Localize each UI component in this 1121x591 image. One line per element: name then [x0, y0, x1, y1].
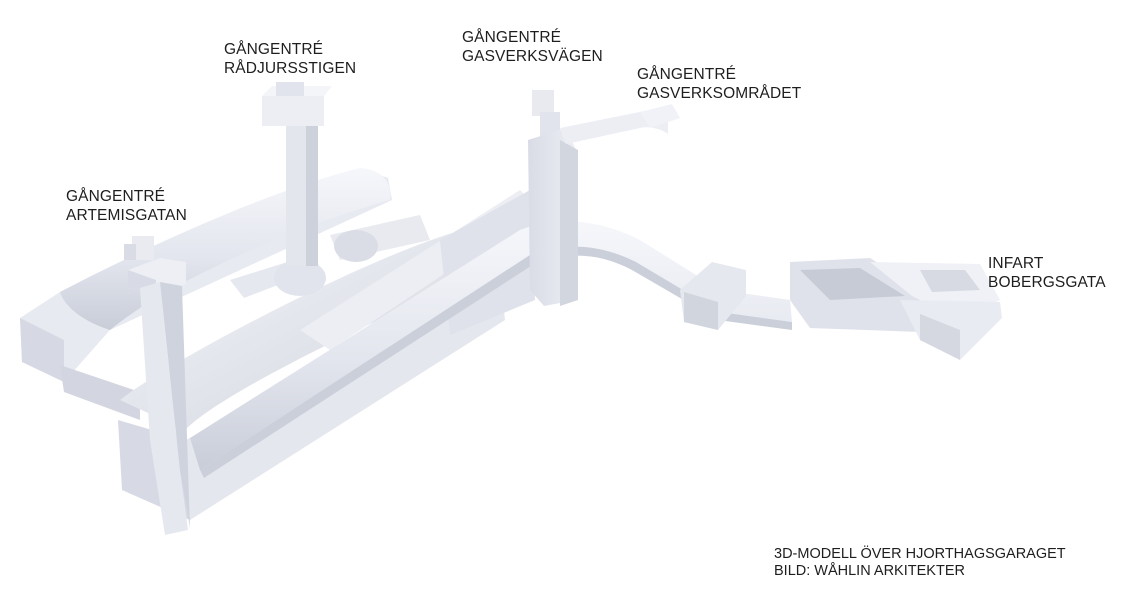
structure-bobergsgata — [790, 258, 1002, 360]
label-line-1: INFART — [988, 255, 1044, 272]
structure-gasverksomradet — [640, 104, 680, 128]
label-entrance-artemisgatan: GÅNGENTRÉ ARTEMISGATAN — [66, 187, 187, 225]
label-line-2: GASVERKSOMRÅDET — [637, 85, 802, 102]
label-line-2: BOBERGSGATA — [988, 274, 1106, 291]
label-line-1: GÅNGENTRÉ — [462, 29, 562, 46]
label-line-1: GÅNGENTRÉ — [66, 188, 166, 205]
main-pipe — [190, 221, 792, 478]
caption-credit: BILD: WÅHLIN ARKITEKTER — [774, 563, 965, 579]
tower-gasverksvagen — [528, 90, 668, 306]
label-line-1: GÅNGENTRÉ — [637, 66, 737, 83]
label-line-2: ARTEMISGATAN — [66, 207, 187, 224]
tunnel-joint — [680, 262, 746, 330]
label-line-1: GÅNGENTRÉ — [224, 41, 324, 58]
label-entrance-radjursstigen: GÅNGENTRÉ RÅDJURSSTIGEN — [224, 40, 356, 78]
label-entrance-gasverksvagen: GÅNGENTRÉ GASVERKSVÄGEN — [462, 28, 603, 66]
cross-tunnels — [230, 215, 430, 298]
label-entrance-bobergsgata: INFART BOBERGSGATA — [988, 254, 1106, 292]
image-caption: 3D-MODELL ÖVER HJORTHAGSGARAGET BILD: WÅ… — [774, 546, 1066, 580]
label-line-2: GASVERKSVÄGEN — [462, 48, 603, 65]
caption-title: 3D-MODELL ÖVER HJORTHAGSGARAGET — [774, 546, 1066, 562]
tower-radjursstigen — [262, 82, 332, 266]
label-line-2: RÅDJURSSTIGEN — [224, 60, 357, 77]
tower-artemisgatan — [124, 236, 190, 535]
label-entrance-gasverksomradet: GÅNGENTRÉ GASVERKSOMRÅDET — [637, 65, 801, 103]
